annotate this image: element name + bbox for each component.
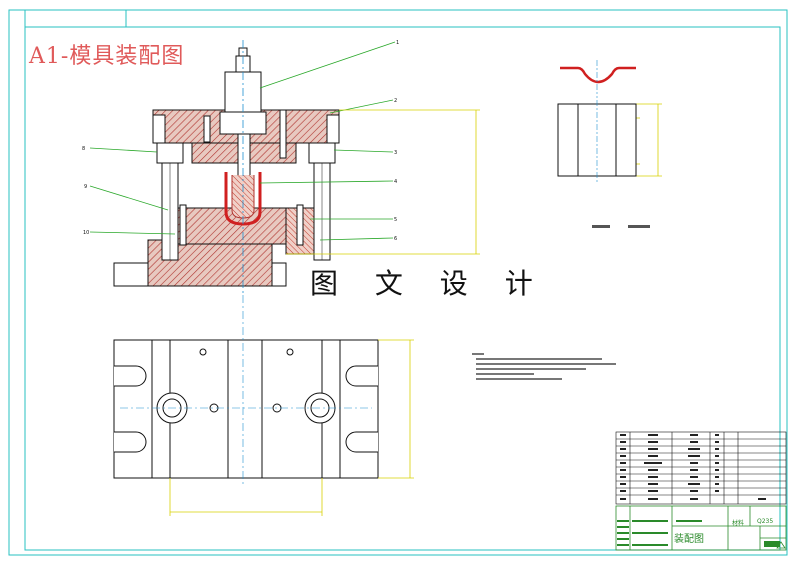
title-block-weight-label: 材料 [732, 520, 745, 527]
inner-frame [24, 26, 781, 551]
callout-10: 10 [83, 230, 89, 236]
corner-tab [24, 9, 127, 28]
guide-bush-left [156, 142, 184, 164]
callout-5: 5 [394, 217, 397, 223]
part-detail-view [557, 60, 650, 228]
callout-4: 4 [394, 179, 397, 185]
callout-2: 2 [394, 98, 397, 104]
technical-notes [472, 353, 616, 380]
projection-symbol-icon [776, 541, 786, 549]
base-flange-left [113, 262, 149, 287]
outer-frame [8, 9, 788, 556]
title-block-material: Q235 [757, 518, 774, 525]
top-plan-view [113, 295, 379, 485]
plan-outline [113, 339, 379, 479]
callout-9: 9 [84, 184, 87, 190]
callout-1: 1 [396, 40, 399, 46]
callout-numbers: 1 2 3 4 5 6 8 9 10 [82, 40, 399, 242]
screw-right [279, 109, 287, 159]
title-block [615, 505, 787, 551]
screw-left [203, 115, 211, 143]
parts-list-text [620, 434, 766, 500]
title-block-fills [617, 520, 780, 547]
guide-bush-right [308, 142, 336, 164]
upper-plate-cap-left [152, 114, 166, 144]
title-block-drawing-name: 装配图 [674, 534, 704, 545]
parts-list-table [615, 431, 787, 505]
part-profile [560, 66, 636, 84]
punch [237, 133, 251, 181]
callout-8: 8 [82, 146, 85, 152]
callout-6: 6 [394, 236, 397, 242]
callout-leaders [89, 41, 396, 241]
upper-plate-cap-right [326, 114, 340, 144]
base-flange-right [271, 262, 287, 287]
drawing-title: A1-模具装配图 [29, 44, 185, 69]
keyhole-slot-icon [114, 365, 147, 387]
front-section-view [113, 40, 340, 295]
callout-3: 3 [394, 150, 397, 156]
watermark-text: 图 文 设 计 [308, 262, 549, 302]
